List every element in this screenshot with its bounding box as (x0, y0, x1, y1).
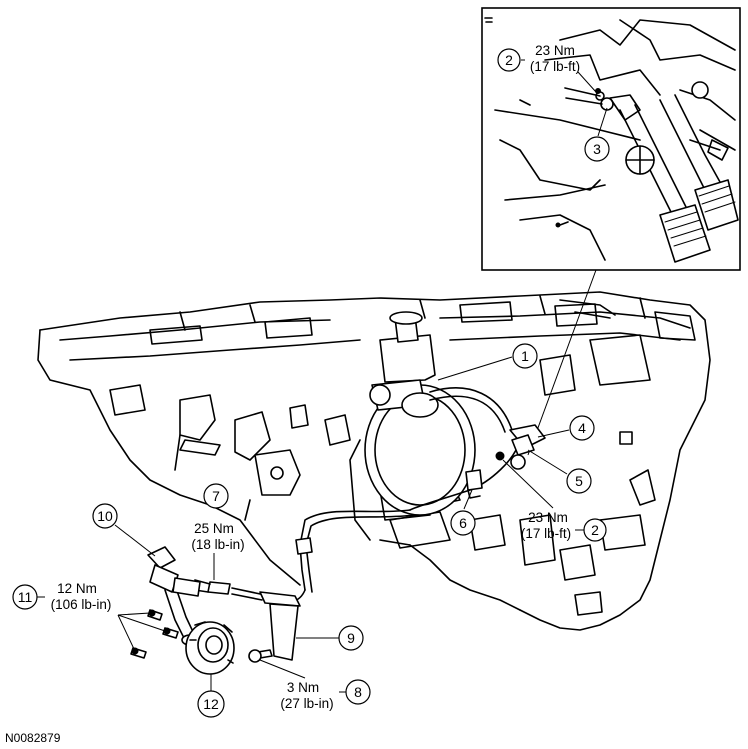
callout-number: 2 (591, 522, 599, 538)
torque-imperial: (27 lb-in) (280, 696, 333, 711)
bracket-parts-drawing (465, 424, 546, 499)
torque-nm: 23 Nm (535, 43, 575, 58)
pedal-inset: 2 23 Nm (17 lb-ft) 3 (481, 7, 741, 271)
callout-number: 8 (354, 684, 362, 700)
inset-leader-line (527, 269, 597, 456)
torque-nm: 25 Nm (194, 521, 234, 536)
pedal-assembly-drawing (484, 17, 739, 263)
torque-11: 12 Nm (106 lb-in) (51, 581, 166, 650)
torque-nm: 3 Nm (287, 680, 319, 695)
torque-imperial: (106 lb-in) (51, 597, 112, 612)
callout-number: 7 (212, 488, 220, 504)
callout-10: 10 (92, 503, 156, 557)
callout-8: 8 (345, 679, 371, 705)
callout-number: 1 (521, 348, 529, 364)
torque-8: 3 Nm (27 lb-in) (259, 659, 346, 711)
callout-number: 3 (593, 141, 601, 157)
slave-cylinder-parts-drawing (130, 546, 301, 675)
callout-5: 5 (527, 449, 592, 494)
callout-1: 1 (437, 343, 538, 381)
brake-booster-drawing (349, 311, 476, 541)
callout-2-inset: 2 (497, 48, 525, 72)
callout-11: 11 (12, 584, 45, 610)
figure-id: N0082879 (5, 731, 61, 745)
torque-nm: 12 Nm (57, 581, 97, 596)
callout-number: 4 (578, 420, 586, 436)
callout-12: 12 (197, 674, 225, 718)
callout-number: 12 (203, 696, 219, 712)
callout-9: 9 (296, 625, 364, 651)
callout-number: 5 (575, 473, 583, 489)
callout-number: 6 (459, 515, 467, 531)
callout-4: 4 (537, 415, 595, 441)
torque-imperial: (17 lb-ft) (521, 526, 571, 541)
torque-imperial: (18 lb-in) (191, 537, 244, 552)
torque-7: 25 Nm (18 lb-in) (191, 521, 245, 580)
callout-number: 11 (18, 589, 33, 605)
callout-3: 3 (584, 107, 610, 162)
firewall-and-bulkhead-drawing (37, 291, 711, 631)
callout-2-main: 2 (583, 518, 607, 542)
callout-number: 2 (505, 52, 513, 68)
callout-number: 10 (97, 508, 113, 524)
callout-7: 7 (203, 483, 229, 509)
callout-6: 6 (450, 489, 476, 536)
torque-inset-2: 23 Nm (17 lb-ft) (530, 43, 597, 93)
callout-number: 9 (347, 630, 355, 646)
torque-nm: 23 Nm (528, 510, 568, 525)
torque-imperial: (17 lb-ft) (530, 59, 580, 74)
torque-main-2: 23 Nm (17 lb-ft) (502, 459, 584, 541)
